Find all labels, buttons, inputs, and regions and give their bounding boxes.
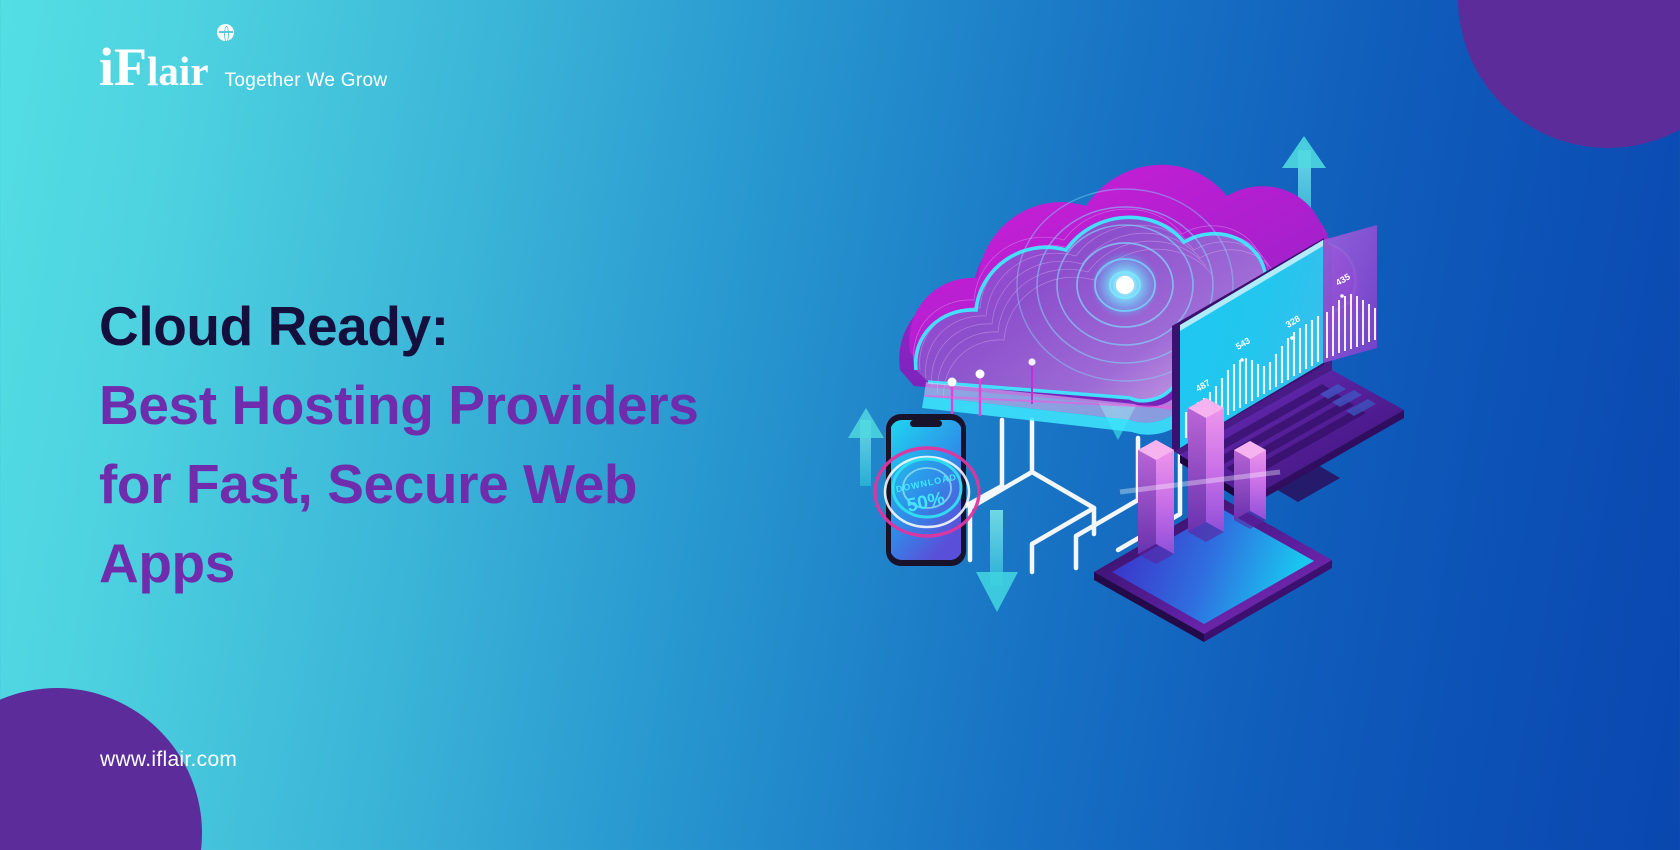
- headline-line-1: Cloud Ready:: [99, 295, 449, 357]
- brand-tagline: Together We Grow: [224, 70, 388, 91]
- phone-signal-rings: [873, 446, 981, 538]
- logo-letter-a: a: [158, 48, 179, 94]
- decorative-circle-top-right: [1458, 0, 1680, 148]
- tablet-bars: [1119, 398, 1281, 564]
- bar-1: [1138, 440, 1174, 564]
- globe-icon: [217, 24, 234, 42]
- arrow-down-left: [976, 510, 1018, 612]
- arrow-up-left: [848, 408, 884, 486]
- logo-letter-r: r: [190, 48, 209, 94]
- headline-line-4: Apps: [99, 532, 235, 594]
- logo-letter-i2: i: [178, 48, 191, 94]
- bar-2: [1188, 398, 1224, 542]
- tablet-device: [1094, 498, 1332, 642]
- cloud-data-pins: [947, 358, 1036, 430]
- smartphone-device: DOWNLOAD 50%: [873, 414, 981, 566]
- brand-logo[interactable]: iFlair Together We Grow: [99, 24, 388, 98]
- logo-letter-i: i: [99, 37, 115, 97]
- headline-line-3: for Fast, Secure Web: [99, 453, 638, 515]
- hero-illustration: 487 543 328 435: [848, 120, 1480, 660]
- logo-wordmark: iFlair: [99, 24, 234, 98]
- logo-letter-l: l: [147, 48, 159, 94]
- bar-3: [1234, 441, 1266, 529]
- website-url[interactable]: www.iflair.com: [100, 748, 238, 771]
- headline-line-2: Best Hosting Providers: [99, 374, 699, 436]
- logo-letter-f: F: [114, 37, 148, 97]
- page-title: Cloud Ready: Best Hosting Providers for …: [99, 287, 779, 603]
